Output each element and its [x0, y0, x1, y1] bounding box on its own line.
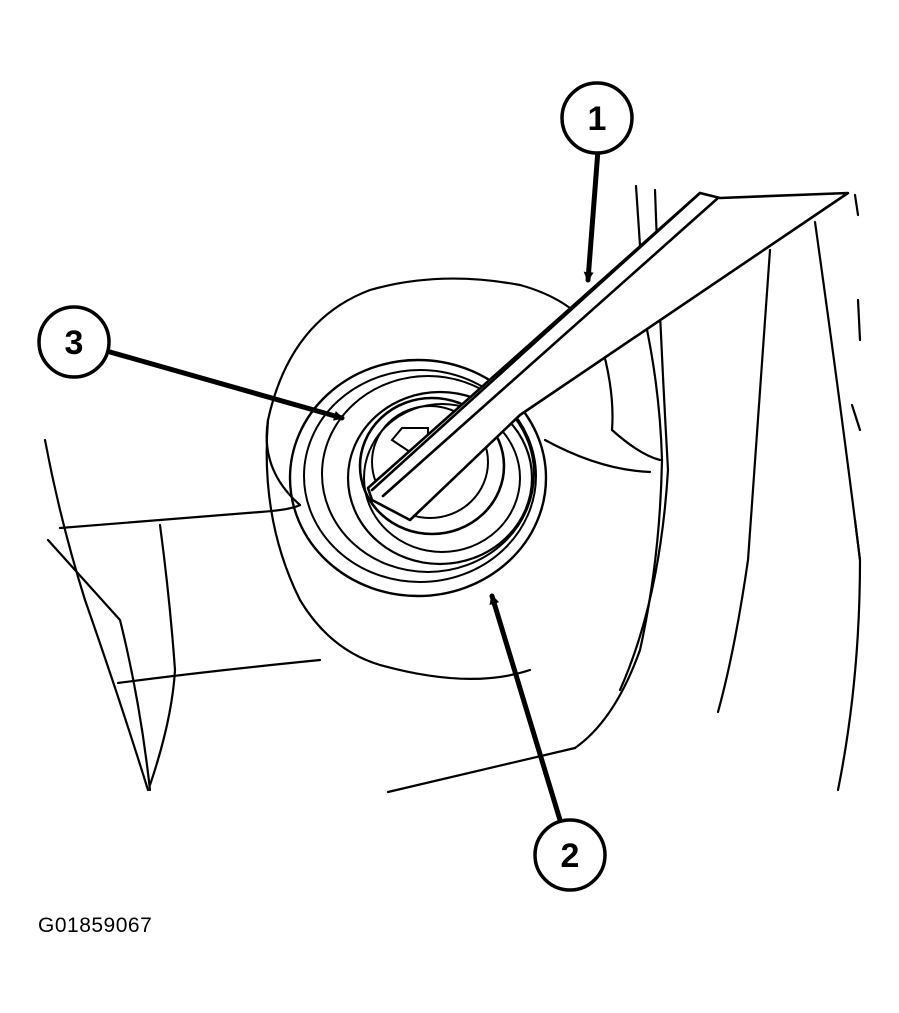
callout-1: 1 [560, 81, 634, 155]
callout-arrows [107, 147, 601, 823]
callout-3: 3 [37, 305, 111, 379]
callout-2-number: 2 [561, 837, 580, 875]
callout-3-arrow [107, 349, 345, 421]
panel-outline [43, 184, 862, 794]
outer-seal-ring [288, 358, 548, 598]
callout-2-arrow [489, 593, 563, 823]
callout-2: 2 [533, 818, 607, 892]
inner-bore-edge [358, 396, 506, 536]
figure-id-code: G01859067 [38, 914, 153, 937]
callout-1-number: 1 [588, 100, 607, 138]
callout-1-arrow [583, 147, 601, 283]
seal-ring-assembly [288, 358, 548, 598]
tool-blade [366, 191, 850, 522]
callout-3-number: 3 [65, 324, 84, 362]
